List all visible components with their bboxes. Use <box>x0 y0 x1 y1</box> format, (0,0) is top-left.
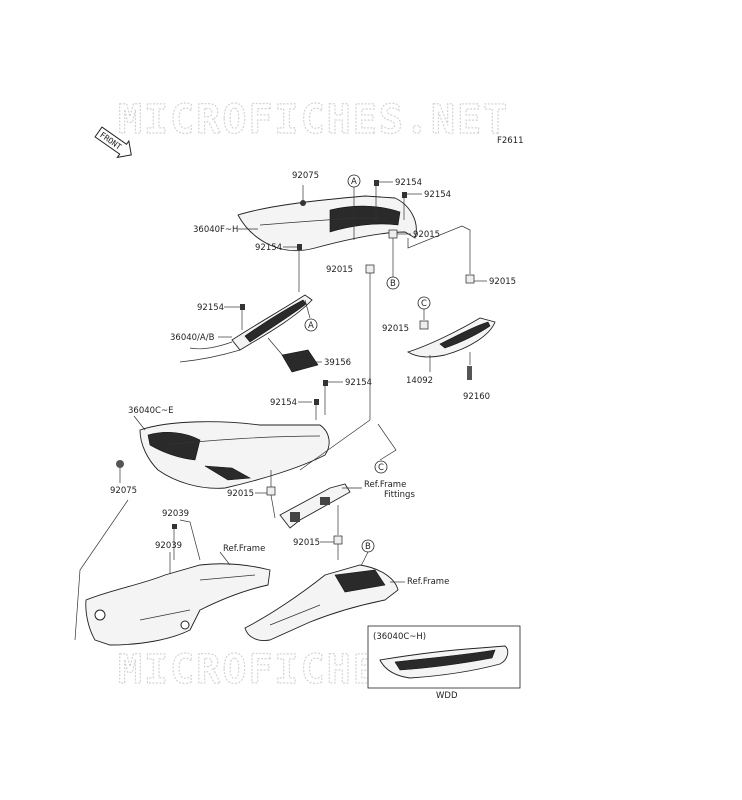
callout-b-top-text: B <box>390 279 396 289</box>
label-92154-f: 92154 <box>270 398 297 408</box>
label-39156: 39156 <box>324 358 351 368</box>
label-92015-c: 92015 <box>489 277 516 287</box>
bolt-92160 <box>467 366 472 380</box>
label-92154-e: 92154 <box>345 378 372 388</box>
bolt-92154-c <box>297 244 302 250</box>
callout-a-mid-text: A <box>308 321 314 331</box>
grommet-92015-d <box>419 320 429 330</box>
grommet-92075-left <box>116 460 124 468</box>
frame-left <box>85 563 271 646</box>
inset-label: (36040C~H) <box>373 632 426 642</box>
callout-b-top <box>386 276 400 290</box>
label-92039-b: 92039 <box>155 541 182 551</box>
figure-code: F2611 <box>497 136 524 146</box>
label-ref-frame-fittings-1: Ref.Frame <box>364 480 406 490</box>
label-92015-d: 92015 <box>382 324 409 334</box>
callout-c-mid <box>374 460 388 474</box>
label-92154-d: 92154 <box>197 303 224 313</box>
label-92075-top: 92075 <box>292 171 319 181</box>
guide-14092 <box>406 317 496 358</box>
label-92154-c: 92154 <box>255 243 282 253</box>
watermark-top: MICROFICHES.NET <box>118 97 509 143</box>
label-92015-b: 92015 <box>413 230 440 240</box>
callout-c-mid-text: C <box>378 463 384 473</box>
label-92015-a: 92015 <box>326 265 353 275</box>
label-92015-e: 92015 <box>227 489 254 499</box>
label-92154-a: 92154 <box>395 178 422 188</box>
label-92015-f: 92015 <box>293 538 320 548</box>
callout-c-right-text: C <box>421 299 427 309</box>
rear-frame <box>244 564 399 641</box>
grommet-92015-e <box>266 486 276 496</box>
bolt-92154-d <box>240 304 245 310</box>
inset-cover <box>379 645 509 679</box>
bolt-92154-f <box>314 399 319 405</box>
bolt-92154-e <box>323 380 328 386</box>
pad-39156 <box>281 349 319 373</box>
bracket-36040 <box>179 294 313 363</box>
label-ref-frame-fittings-2: Fittings <box>384 490 415 500</box>
bolt-92039-a <box>172 524 177 529</box>
grommet-92015-c <box>465 274 475 284</box>
label-36040CE: 36040C~E <box>128 406 173 416</box>
label-ref-frame-2: Ref.Frame <box>407 577 449 587</box>
lower-side-cover <box>139 421 330 489</box>
label-92039-a: 92039 <box>162 509 189 519</box>
bolt-92154-b <box>402 192 407 198</box>
bolt-92154-a <box>374 180 379 186</box>
callout-b-bottom-text: B <box>365 542 371 552</box>
grommet-92015-a <box>365 264 375 274</box>
grommet-92015-b <box>388 229 398 239</box>
upper-side-cover <box>237 195 417 252</box>
label-ref-frame-1: Ref.Frame <box>223 544 265 554</box>
label-36040FH: 36040F~H <box>193 225 238 235</box>
inset-code: WDD <box>436 691 458 701</box>
label-92154-b: 92154 <box>424 190 451 200</box>
label-14092: 14092 <box>406 376 433 386</box>
label-36040AB: 36040/A/B <box>170 333 215 343</box>
callout-a-top-text: A <box>351 177 357 187</box>
label-92075-left: 92075 <box>110 486 137 496</box>
grommet-92015-f <box>333 535 343 545</box>
label-92160: 92160 <box>463 392 490 402</box>
grommet-92075-top <box>300 200 306 206</box>
frame-fitting <box>279 483 351 529</box>
callout-a-mid <box>304 318 318 332</box>
